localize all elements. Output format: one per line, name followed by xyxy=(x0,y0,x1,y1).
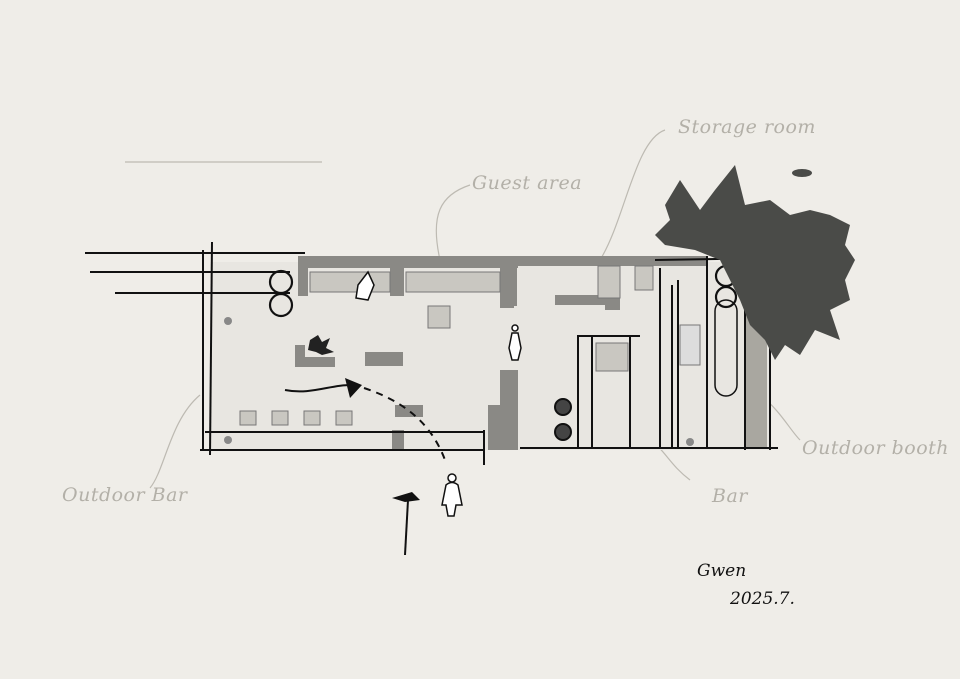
furniture xyxy=(239,265,701,426)
plant-icon xyxy=(308,335,334,355)
person-figures xyxy=(355,270,522,517)
outdoor-booth-bench xyxy=(745,300,767,448)
label-bar: Bar xyxy=(712,485,748,507)
label-guest-area: Guest area xyxy=(472,172,583,194)
tree-canopy xyxy=(655,165,855,360)
walls xyxy=(295,256,707,450)
tree-leaf-fragment xyxy=(792,169,812,177)
signature-name: Gwen xyxy=(697,561,747,581)
entrance-arrow-icon xyxy=(345,378,362,398)
label-storage-room: Storage room xyxy=(678,116,816,138)
signature-date: 2025.7. xyxy=(730,589,795,609)
north-flag-icon xyxy=(392,492,420,502)
label-outdoor-booth: Outdoor booth xyxy=(802,437,950,459)
label-outdoor-bar: Outdoor Bar xyxy=(62,484,188,506)
columns xyxy=(224,317,694,446)
bar-stools xyxy=(554,398,572,441)
